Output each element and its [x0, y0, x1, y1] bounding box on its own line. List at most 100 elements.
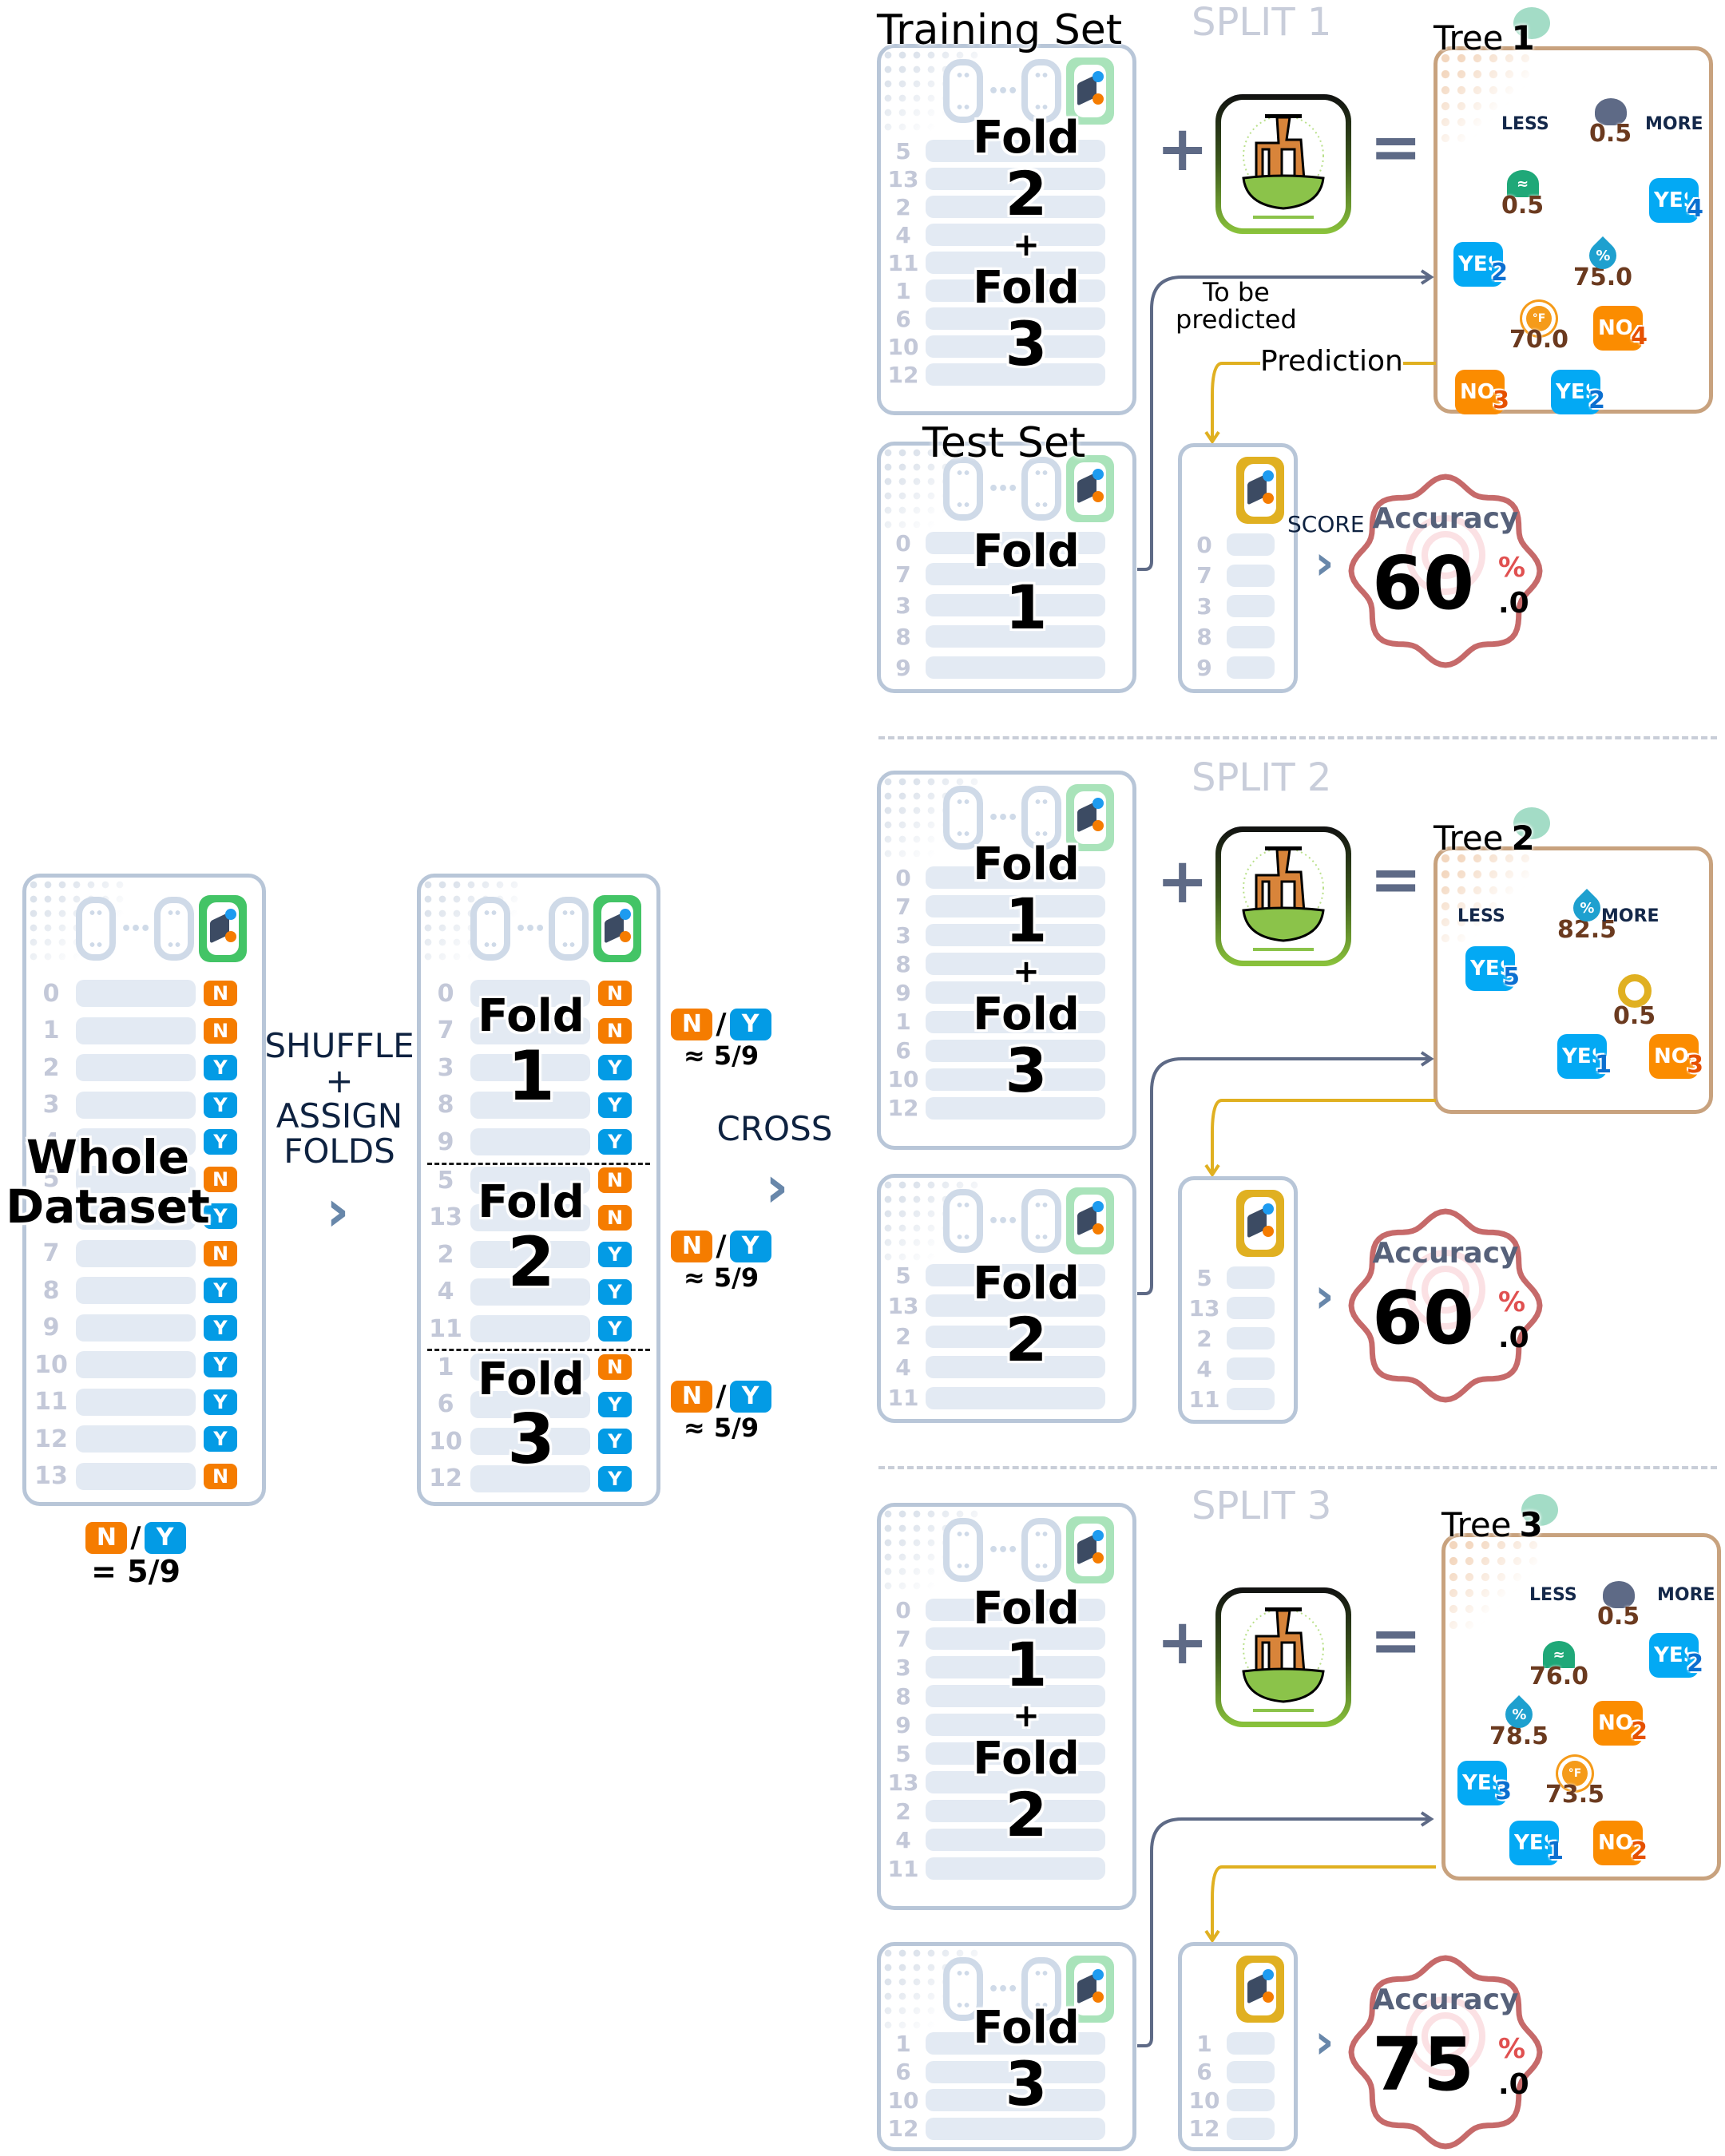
- table-row: 7: [881, 1625, 1132, 1652]
- yes-tag: Y: [598, 1465, 632, 1492]
- decision-tree-model-icon: [1215, 94, 1351, 234]
- row-index: 2: [437, 1240, 454, 1269]
- yes-tag: Y: [144, 1521, 186, 1554]
- dataset-header: •••: [943, 1956, 1115, 2023]
- row-feature-bar: [926, 1325, 1105, 1348]
- fold-number: 3: [507, 1400, 555, 1480]
- row-feature-bar: [926, 1068, 1105, 1091]
- split-threshold: 0.5: [1613, 1002, 1656, 1030]
- row-index: 5: [437, 1166, 454, 1195]
- row-index: 9: [895, 979, 911, 1006]
- feature-column-icon: [549, 897, 589, 961]
- table-row: 10: [1182, 2087, 1294, 2114]
- fold-divider: [427, 1163, 650, 1165]
- branch-more-label: MORE: [1657, 1585, 1715, 1605]
- banyan-tree-icon: [1242, 846, 1325, 951]
- dataset-header: •••: [943, 784, 1115, 851]
- row-index: 11: [887, 1855, 919, 1882]
- fold-number: 2: [507, 1223, 555, 1302]
- yes-tag: Y: [204, 1092, 237, 1118]
- table-row: 1: [881, 1009, 1132, 1036]
- row-index: 3: [895, 592, 911, 619]
- row-index: 9: [895, 654, 911, 681]
- fold-number: 3: [1005, 308, 1048, 379]
- row-feature-bar: [926, 1294, 1105, 1318]
- table-row: 9: [881, 979, 1132, 1006]
- temperature-sun-icon: °F: [1526, 306, 1552, 331]
- split-threshold: 76.0: [1529, 1663, 1589, 1690]
- row-feature-bar: [926, 1386, 1105, 1409]
- row-index: 7: [42, 1239, 60, 1267]
- row-index: 0: [1196, 531, 1212, 558]
- row-feature-bar: [470, 1167, 590, 1194]
- feature-column-icon: [1021, 59, 1062, 123]
- ratio-tags: N/Y: [669, 1008, 773, 1040]
- row-index: 2: [1196, 1325, 1212, 1352]
- feature-column-icon: [1021, 457, 1062, 521]
- row-feature-bar: [926, 2060, 1105, 2083]
- table-row: 11: [881, 1855, 1132, 1882]
- yes-tag: Y: [598, 1092, 632, 1118]
- leaf-yes: YES2: [1453, 242, 1508, 287]
- row-index: 9: [1196, 654, 1212, 681]
- feature-column-icon: [1021, 1189, 1062, 1253]
- row-feature-bar: [926, 1039, 1105, 1062]
- row-feature-bar: [926, 1685, 1105, 1707]
- row-feature-bar: [470, 1353, 590, 1381]
- fold-number: 2: [1005, 158, 1048, 229]
- row-index: 2: [895, 1323, 911, 1350]
- target-label-icon: [1066, 455, 1115, 522]
- row-feature-bar: [926, 335, 1105, 358]
- row-index: 1: [437, 1353, 454, 1381]
- row-index: 10: [887, 333, 919, 360]
- plus-operator: +: [1156, 1607, 1209, 1678]
- table-row: 8: [881, 950, 1132, 977]
- accuracy-label: Accuracy: [1372, 1984, 1519, 2016]
- table-row: 8: [1182, 624, 1294, 651]
- percent-sign: %: [1498, 2033, 1526, 2065]
- row-feature-bar: [926, 140, 1105, 162]
- ellipsis-icon: •••: [988, 478, 1018, 499]
- table-row: 6: [881, 305, 1132, 332]
- row-feature-bar: [470, 1054, 590, 1081]
- equals-operator: =: [1370, 112, 1422, 184]
- yes-tag: Y: [729, 1380, 771, 1413]
- target-label-icon: [1066, 1956, 1115, 2023]
- ratio-slash: /: [130, 1521, 141, 1554]
- ratio-slash: /: [716, 1380, 727, 1413]
- row-index: 0: [895, 529, 911, 557]
- fold-word: Fold: [973, 2002, 1080, 2054]
- split-separator: [878, 1466, 1717, 1469]
- row-feature-bar: [76, 1128, 196, 1155]
- yes-tag: Y: [598, 1129, 632, 1155]
- row-index: 7: [895, 893, 911, 920]
- table-row: 7: [881, 561, 1132, 588]
- fold-word: Fold: [478, 990, 585, 1042]
- wind-icon: ≈: [1506, 170, 1539, 197]
- predicted-label-icon: [1236, 457, 1284, 524]
- split-threshold: 0.5: [1597, 1603, 1640, 1631]
- leaf-class: NO: [1460, 380, 1493, 404]
- table-row: 10: [881, 1066, 1132, 1093]
- wind-icon: ≈: [1543, 1641, 1576, 1668]
- yes-tag: Y: [204, 1203, 237, 1229]
- feature-column-icon: [1021, 1518, 1062, 1582]
- equals-operator: =: [1370, 1605, 1422, 1677]
- badge-outline: [1348, 474, 1543, 668]
- row-index: 6: [1196, 2059, 1212, 2085]
- yes-tag: Y: [204, 1129, 237, 1155]
- table-row: 10: [881, 333, 1132, 360]
- fold-word: Fold: [973, 1733, 1080, 1785]
- yes-tag: Y: [204, 1055, 237, 1080]
